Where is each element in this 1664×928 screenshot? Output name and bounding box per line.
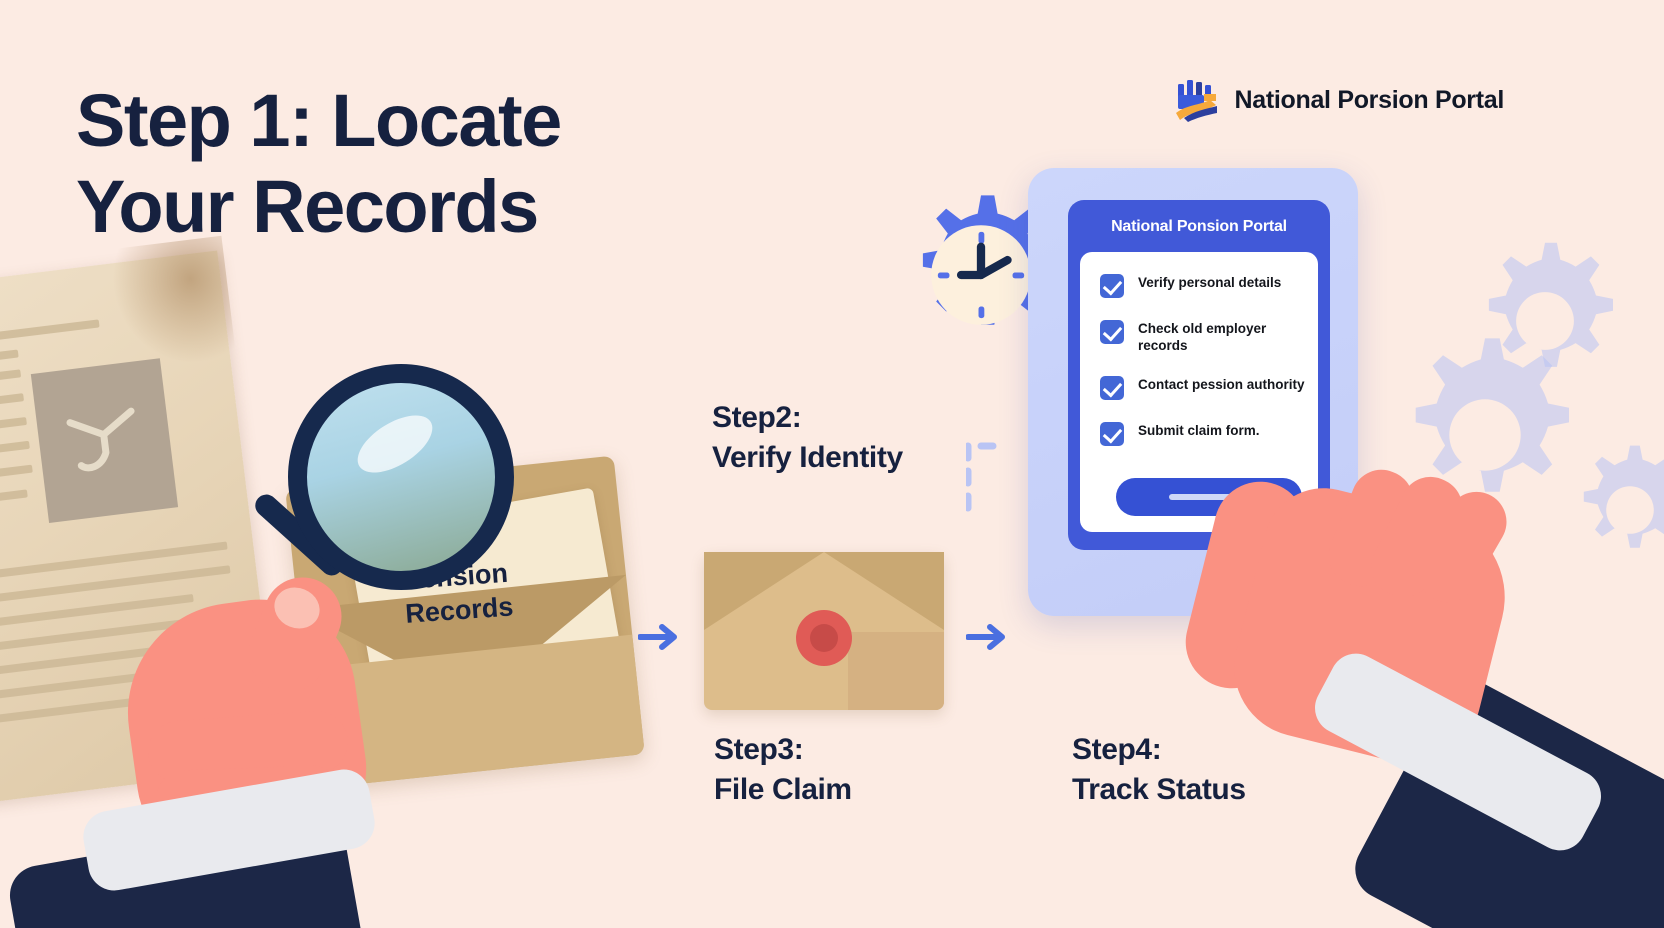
- checklist-card: Verify personal details Check old employ…: [1080, 252, 1318, 532]
- gear-icon: [1380, 330, 1590, 545]
- page-title-line-1: Step 1: Locate: [76, 79, 562, 162]
- arrow-right-icon: [965, 620, 1012, 654]
- step-3-label: Step3: File Claim: [714, 730, 852, 810]
- page-title: Step 1: Locate Your Records: [76, 78, 716, 250]
- newspaper-glyph: [60, 396, 149, 485]
- gear-icon: [1560, 440, 1664, 585]
- dashed-connector: [964, 438, 1016, 523]
- building-blocks-logo-icon: [1174, 78, 1220, 122]
- checklist-item-3-label: Contact pession authority: [1138, 377, 1305, 392]
- holding-hand-icon: [5, 540, 390, 928]
- checklist-item-2-label: Check old employer records: [1138, 321, 1267, 353]
- checkbox-checked-icon[interactable]: [1100, 376, 1124, 400]
- checklist-item-3[interactable]: Contact pession authority: [1100, 376, 1318, 400]
- clock-in-gear-icon: [898, 192, 1064, 358]
- page-title-line-2: Your Records: [76, 165, 539, 248]
- checkbox-checked-icon[interactable]: [1100, 320, 1124, 344]
- arrow-right-icon: [637, 620, 684, 654]
- sealed-envelope: [704, 552, 944, 710]
- gear-icon: [1460, 236, 1630, 411]
- checklist-item-2[interactable]: Check old employer records: [1100, 320, 1318, 354]
- submit-button-label: [1169, 494, 1249, 500]
- step-3-title: File Claim: [714, 773, 852, 806]
- step-4-label: Step4: Track Status: [1072, 730, 1246, 810]
- step-2-title: Verify Identity: [712, 441, 903, 474]
- wax-seal-inner: [810, 624, 838, 652]
- step-2-number: Step2:: [712, 401, 802, 434]
- checklist-item-1-label: Verify personal details: [1138, 275, 1282, 290]
- pointing-hand-icon: [1175, 440, 1664, 928]
- brand-lockup: National Porsion Portal: [1174, 78, 1504, 122]
- checklist-item-4-label: Submit claim form.: [1138, 423, 1260, 438]
- checklist-item-1[interactable]: Verify personal details: [1100, 274, 1318, 298]
- checkbox-checked-icon[interactable]: [1100, 274, 1124, 298]
- magnifier-glare: [348, 403, 442, 485]
- paper-stain: [102, 235, 238, 380]
- brand-name: National Porsion Portal: [1234, 85, 1504, 114]
- step-3-number: Step3:: [714, 733, 804, 766]
- step-2-label: Step2: Verify Identity: [712, 398, 903, 478]
- envelope-fold-right: [824, 552, 944, 630]
- magnifying-glass-icon: [250, 364, 514, 590]
- checkbox-checked-icon[interactable]: [1100, 422, 1124, 446]
- aged-newspaper-icon: [0, 235, 281, 806]
- portal-screen-title: National Ponsion Portal: [1111, 218, 1287, 235]
- step-4-number: Step4:: [1072, 733, 1162, 766]
- checklist-item-4[interactable]: Submit claim form.: [1100, 422, 1318, 446]
- step-4-title: Track Status: [1072, 773, 1246, 806]
- envelope-corner: [848, 632, 944, 710]
